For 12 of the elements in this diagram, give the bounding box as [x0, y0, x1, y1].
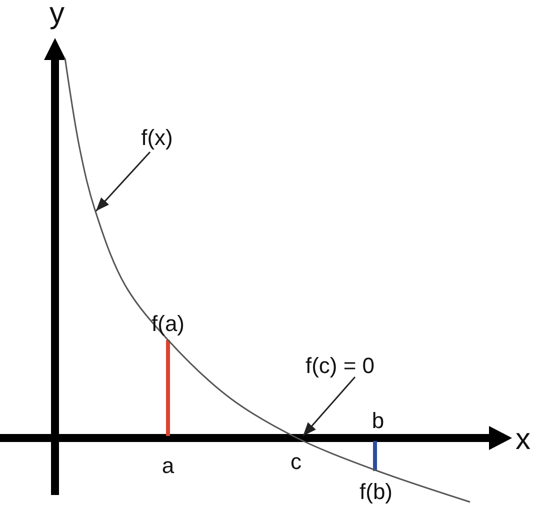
- point-label: c: [290, 451, 302, 473]
- axis-label: y: [50, 0, 64, 29]
- axis-label: x: [516, 425, 530, 455]
- point-label: b: [372, 410, 384, 432]
- point-label: a: [162, 455, 174, 477]
- leader-arrow: [95, 152, 151, 212]
- callout-label: f(c) = 0: [305, 355, 375, 377]
- leader-arrow: [302, 376, 356, 436]
- point-label: f(a): [152, 313, 184, 335]
- point-label: f(b): [360, 481, 392, 503]
- function-curve: [64, 58, 470, 503]
- callout-label: f(x): [141, 127, 173, 149]
